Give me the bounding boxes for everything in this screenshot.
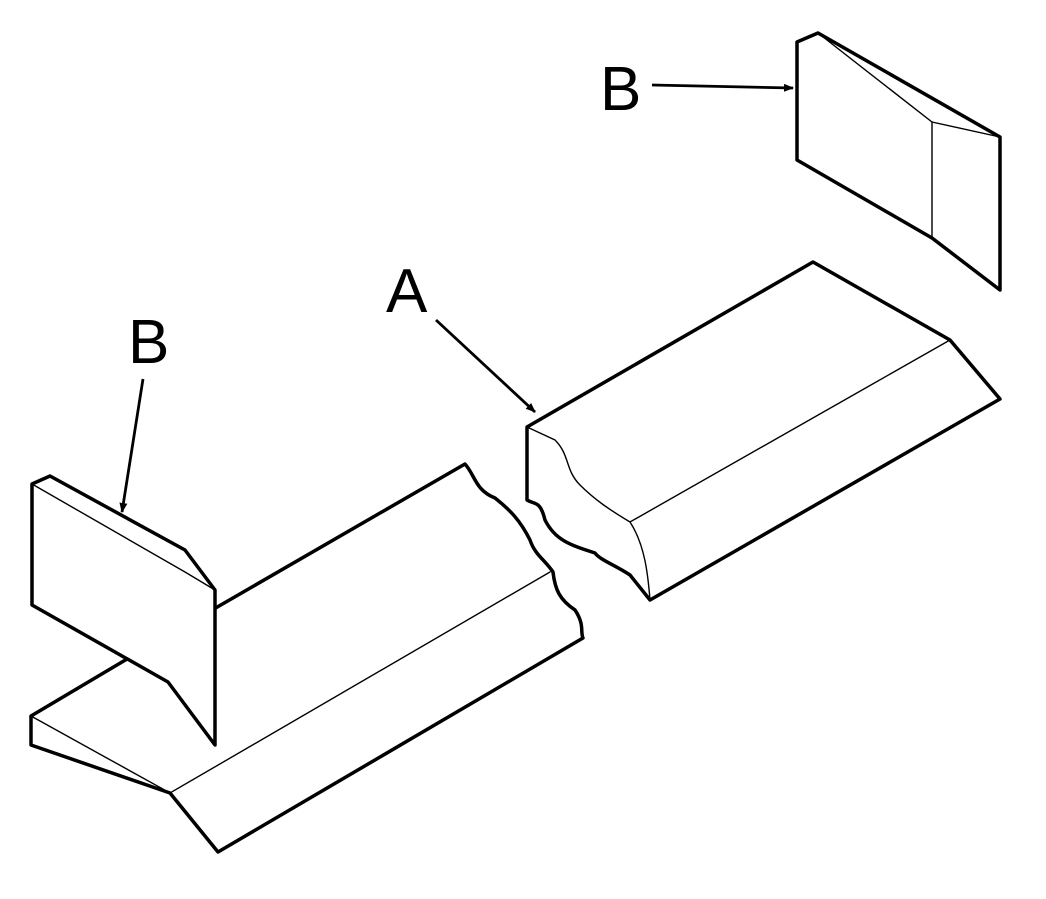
label-b-left-text: B (128, 308, 169, 377)
label-b-top-right-text: B (600, 55, 641, 124)
label-a: A (386, 257, 536, 414)
arrow-b-left (119, 378, 145, 513)
separate-plate-top-right (795, 31, 1002, 292)
label-a-text: A (386, 257, 428, 326)
arrow-b-top-right (651, 83, 794, 92)
label-b-top-right: B (600, 55, 794, 124)
arrow-a (435, 318, 536, 414)
base-plate-left (29, 462, 585, 854)
vertical-plate-left (30, 474, 217, 747)
label-b-left: B (119, 308, 169, 513)
base-plate-right (525, 260, 1002, 602)
